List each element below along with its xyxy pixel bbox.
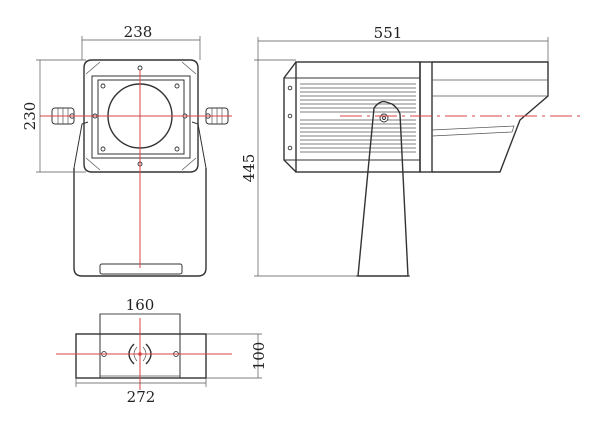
front-yoke-left bbox=[73, 121, 89, 169]
dim-160-label: 160 bbox=[126, 296, 155, 314]
front-housing-outer bbox=[83, 59, 199, 173]
bolt-icon bbox=[287, 145, 293, 151]
bolt-icon bbox=[174, 83, 180, 89]
front-inner-frame bbox=[91, 75, 191, 159]
side-front-ring bbox=[419, 61, 433, 173]
bottom-view: 160 100 272 bbox=[56, 296, 268, 406]
dim-100-label: 100 bbox=[250, 342, 268, 371]
dim-445-label: 445 bbox=[240, 154, 258, 183]
side-view: 551 445 bbox=[240, 24, 580, 277]
side-rear-cap bbox=[283, 61, 297, 173]
front-view: 238 230 bbox=[21, 23, 232, 277]
front-corner-tr bbox=[181, 61, 197, 75]
front-corner-tl bbox=[85, 61, 101, 75]
bolt-icon bbox=[287, 113, 293, 119]
bolt-icon bbox=[100, 146, 106, 152]
dim-238-label: 238 bbox=[124, 23, 153, 41]
front-corner-bl bbox=[85, 157, 101, 171]
bolt-icon bbox=[100, 83, 106, 89]
side-yoke-stand bbox=[357, 100, 409, 277]
dim-230-label: 230 bbox=[21, 102, 39, 131]
side-cooling-fins bbox=[300, 83, 416, 153]
side-snoot bbox=[432, 61, 549, 173]
bolt-icon bbox=[287, 85, 293, 91]
dim-551-label: 551 bbox=[374, 24, 403, 42]
front-corner-br bbox=[181, 157, 197, 171]
front-base-body bbox=[73, 168, 207, 277]
dim-272-label: 272 bbox=[127, 388, 156, 406]
front-base-foot bbox=[99, 263, 183, 275]
front-lens-plate bbox=[97, 79, 185, 155]
bolt-icon bbox=[174, 146, 180, 152]
bottom-base-outline bbox=[75, 333, 207, 379]
front-yoke-right bbox=[191, 121, 207, 169]
bolt-icon bbox=[137, 65, 143, 71]
